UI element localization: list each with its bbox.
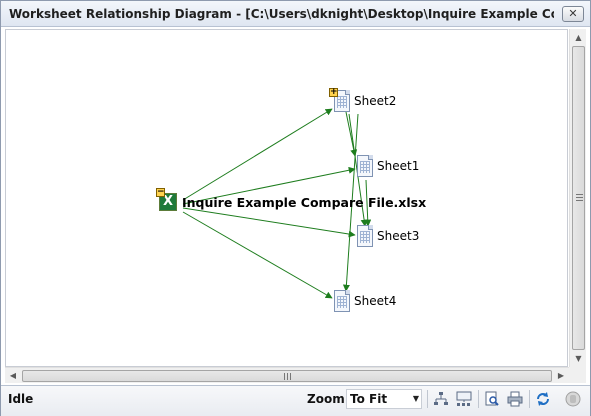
refresh-button[interactable] — [533, 389, 553, 409]
edge-root-sheet1 — [182, 166, 356, 205]
zoom-label: Zoom: — [307, 392, 350, 406]
stop-icon — [565, 391, 581, 407]
vertical-scrollbar[interactable]: ▲ ▼ — [569, 29, 586, 367]
sheet-node-sheet1[interactable]: Sheet1 — [355, 155, 420, 177]
hierarchy-layout-button[interactable] — [431, 389, 451, 409]
diagram-canvas[interactable]: X Inquire Example Compare File.xlsx − Sh… — [5, 29, 568, 367]
sheet-node-label: Sheet1 — [377, 159, 420, 173]
worksheet-icon — [355, 155, 373, 177]
edge-sheet1-sheet3 — [364, 179, 372, 227]
title-bar[interactable]: Worksheet Relationship Diagram - [C:\Use… — [1, 1, 590, 27]
expand-toggle[interactable]: + — [329, 87, 338, 97]
stop-button[interactable] — [563, 389, 583, 409]
sheet-node-sheet3[interactable]: Sheet3 — [355, 225, 420, 247]
workbook-node[interactable]: X Inquire Example Compare File.xlsx — [156, 192, 426, 212]
sheet-node-sheet2[interactable]: Sheet2 — [332, 90, 397, 112]
edge-root-sheet2 — [182, 108, 333, 201]
worksheet-icon — [332, 90, 350, 112]
scroll-right-arrow-icon[interactable]: ▶ — [557, 371, 565, 380]
scroll-up-arrow-icon[interactable]: ▲ — [575, 33, 582, 42]
refresh-icon — [537, 392, 549, 406]
status-text: Idle — [8, 392, 34, 406]
print-button[interactable] — [505, 389, 525, 409]
organic-layout-icon — [456, 391, 472, 406]
worksheet-icon — [332, 290, 350, 312]
print-icon — [507, 391, 523, 407]
organic-layout-button[interactable] — [454, 389, 474, 409]
toolbar-separator — [529, 390, 530, 408]
collapse-toggle[interactable]: − — [156, 187, 165, 197]
close-button[interactable]: ✕ — [562, 6, 584, 22]
excel-workbook-icon: X — [156, 191, 178, 213]
print-preview-button[interactable] — [482, 389, 502, 409]
workbook-node-label: Inquire Example Compare File.xlsx — [182, 194, 427, 210]
scrollbar-corner — [569, 367, 586, 383]
vertical-scroll-thumb[interactable] — [572, 46, 585, 350]
window-title: Worksheet Relationship Diagram - [C:\Use… — [9, 7, 554, 21]
sheet-node-label: Sheet2 — [354, 94, 397, 108]
worksheet-icon — [355, 225, 373, 247]
hierarchy-layout-icon — [434, 392, 448, 405]
sheet-node-label: Sheet4 — [354, 294, 397, 308]
chevron-down-icon: ▼ — [412, 394, 419, 403]
status-bar: Idle Zoom: To Fit ▼ — [1, 385, 590, 416]
scroll-down-arrow-icon[interactable]: ▼ — [575, 354, 582, 363]
horizontal-scrollbar[interactable]: ◀ ▶ — [5, 367, 569, 383]
sheet-node-sheet4[interactable]: Sheet4 — [332, 290, 397, 312]
edge-sheet2-sheet4 — [342, 113, 359, 292]
print-preview-icon — [485, 391, 499, 406]
edge-root-sheet3 — [182, 207, 356, 238]
zoom-value: To Fit — [350, 392, 388, 406]
sheet-node-label: Sheet3 — [377, 229, 420, 243]
edge-root-sheet4 — [182, 211, 333, 299]
toolbar-separator — [427, 390, 428, 408]
horizontal-scroll-thumb[interactable] — [22, 370, 552, 382]
zoom-select[interactable]: To Fit ▼ — [346, 389, 422, 409]
toolbar-separator — [478, 390, 479, 408]
scroll-left-arrow-icon[interactable]: ◀ — [9, 371, 17, 380]
